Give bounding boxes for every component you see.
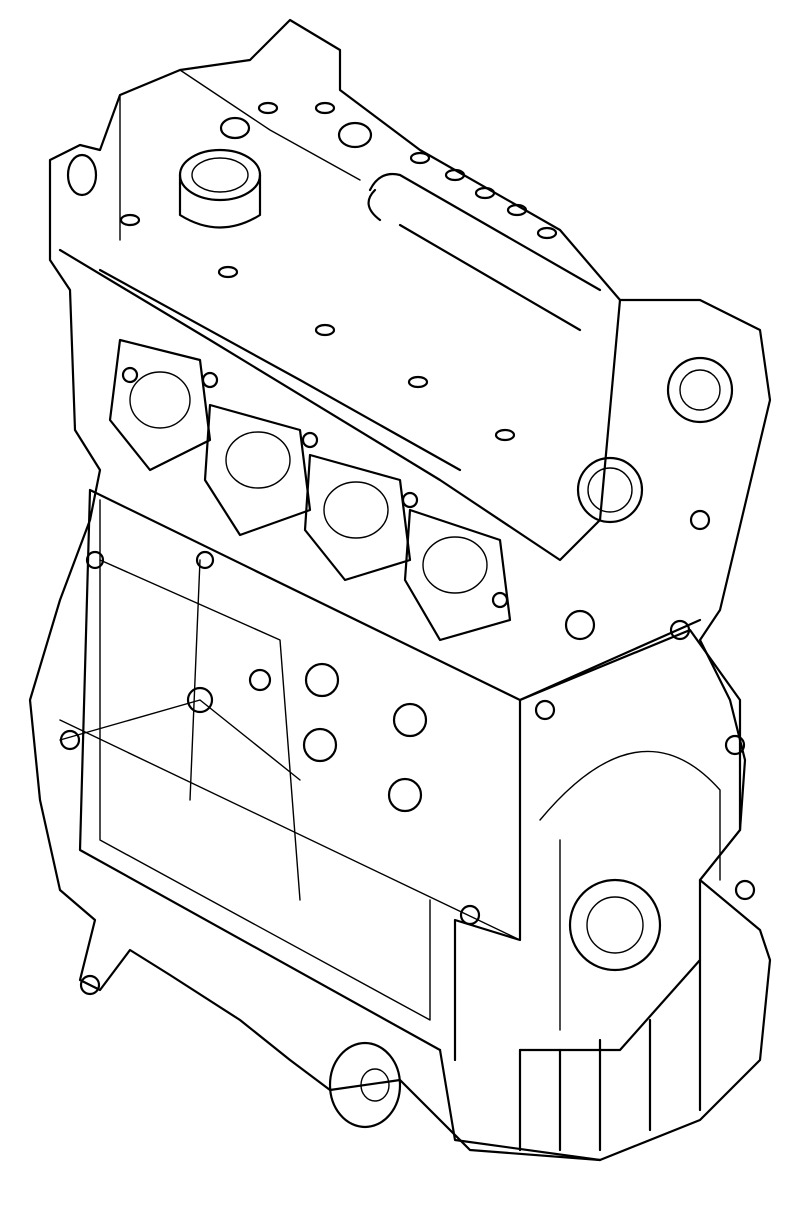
head-studs <box>66 101 558 442</box>
bolt-holes <box>59 366 756 996</box>
crankshaft-seal <box>568 878 662 972</box>
exhaust-ports <box>108 338 512 642</box>
water-outlet <box>576 456 644 524</box>
oil-pan <box>438 958 702 1162</box>
oil-filter <box>328 1041 402 1129</box>
intake-tube <box>367 172 602 332</box>
camshaft-seal <box>666 356 734 424</box>
engine-outline <box>28 18 772 1162</box>
cover-rail <box>98 268 462 472</box>
